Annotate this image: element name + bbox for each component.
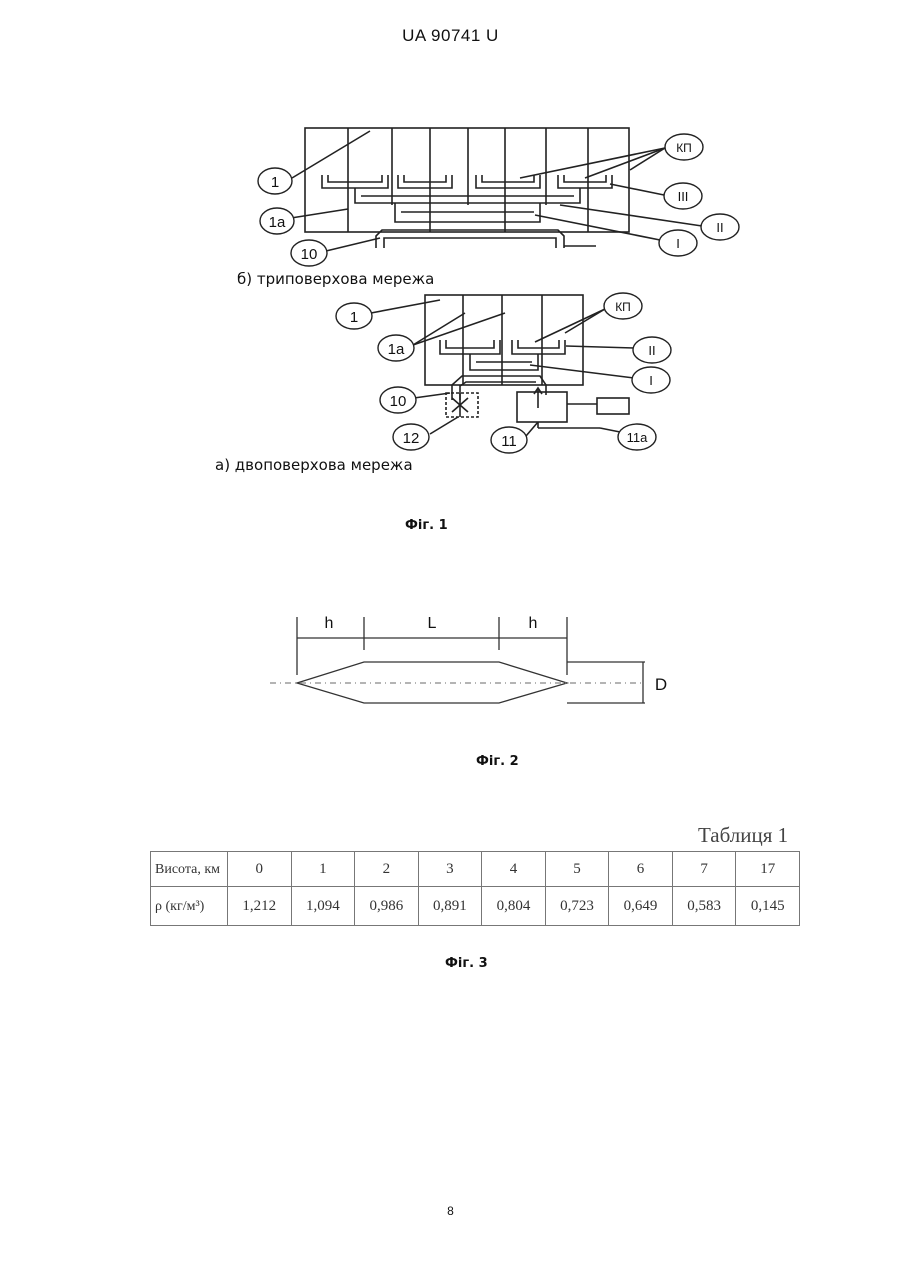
- svg-text:II: II: [648, 343, 655, 358]
- air-density-table: Висота, км 0 1 2 3 4 5 6 7 17 ρ (кг/м³) …: [150, 851, 800, 926]
- table-cell: 17: [736, 852, 800, 887]
- fig3-label: Фіг. 3: [445, 956, 488, 971]
- svg-text:КП: КП: [615, 300, 631, 314]
- svg-text:11a: 11a: [627, 430, 648, 445]
- svg-text:10: 10: [390, 393, 407, 410]
- table-cell: 0,145: [736, 887, 800, 926]
- svg-text:III: III: [678, 189, 689, 204]
- fig1-caption-two-level: а) двоповерхова мережа: [215, 456, 413, 474]
- fig1-three-level-network-diagram: 1 1a 10 КП III II I: [0, 0, 901, 300]
- table-cell: 0,649: [609, 887, 673, 926]
- table-cell: 5: [545, 852, 609, 887]
- fig1-caption-three-level: б) триповерхова мережа: [237, 270, 434, 288]
- svg-text:1: 1: [350, 309, 358, 326]
- table-cell: 1: [291, 852, 355, 887]
- svg-text:1a: 1a: [269, 214, 286, 231]
- svg-text:h: h: [325, 615, 334, 632]
- svg-text:10: 10: [301, 246, 318, 263]
- svg-text:11: 11: [501, 433, 517, 450]
- table-cell: 0,986: [355, 887, 419, 926]
- table-cell: 0,804: [482, 887, 546, 926]
- table-title: Таблиця 1: [698, 823, 788, 848]
- svg-text:I: I: [676, 236, 680, 251]
- table-cell: 0,891: [418, 887, 482, 926]
- fig2-shape-diagram: h L h D: [0, 600, 901, 720]
- svg-text:h: h: [529, 615, 538, 632]
- fig1-two-level-network-diagram: 1 1a КП II I 10 12 11 11a: [0, 290, 901, 470]
- svg-text:D: D: [655, 675, 667, 694]
- table-cell: 0: [228, 852, 292, 887]
- table-cell: 0,723: [545, 887, 609, 926]
- table-cell: 0,583: [672, 887, 736, 926]
- fig2-label: Фіг. 2: [476, 754, 519, 769]
- table-cell: 4: [482, 852, 546, 887]
- svg-text:КП: КП: [676, 141, 692, 155]
- table-cell: 2: [355, 852, 419, 887]
- svg-text:I: I: [649, 373, 653, 388]
- fig1-label: Фіг. 1: [405, 518, 448, 533]
- table-cell: 1,094: [291, 887, 355, 926]
- table-cell: 7: [672, 852, 736, 887]
- svg-text:II: II: [716, 220, 723, 235]
- row-header-height: Висота, км: [151, 852, 228, 887]
- svg-text:1a: 1a: [388, 341, 405, 358]
- page-number: 8: [0, 1204, 901, 1218]
- table-row-heights: Висота, км 0 1 2 3 4 5 6 7 17: [151, 852, 800, 887]
- table-cell: 1,212: [228, 887, 292, 926]
- svg-text:L: L: [428, 615, 437, 632]
- svg-text:1: 1: [271, 174, 279, 191]
- table-cell: 3: [418, 852, 482, 887]
- svg-text:12: 12: [403, 430, 420, 447]
- row-header-density: ρ (кг/м³): [151, 887, 228, 926]
- table-cell: 6: [609, 852, 673, 887]
- table-row-densities: ρ (кг/м³) 1,212 1,094 0,986 0,891 0,804 …: [151, 887, 800, 926]
